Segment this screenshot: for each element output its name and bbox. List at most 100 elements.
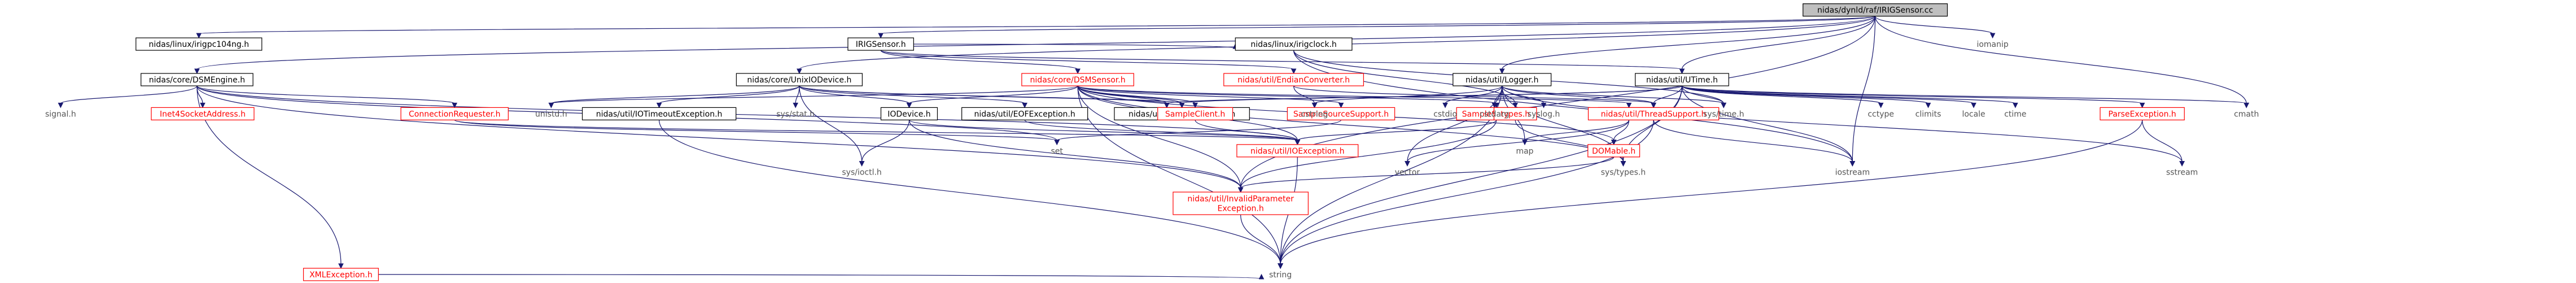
node-root[interactable]: nidas/dynld/raf/IRIGSensor.cc	[1803, 3, 1948, 17]
node-box-iotimeout	[581, 107, 737, 121]
edge-unixio-to-eofex	[799, 85, 1027, 108]
node-iodevice[interactable]: IODevice.h	[880, 107, 938, 121]
node-label-string: string	[1269, 271, 1292, 280]
edge-iodevice-to-ioexception	[908, 119, 1301, 145]
edge-samplesource-to-set	[1054, 119, 1342, 145]
node-label-dsmsensor: nidas/core/DSMSensor.h	[1030, 76, 1126, 85]
node-label-ioexception: nidas/util/IOException.h	[1250, 147, 1344, 156]
node-irigclock[interactable]: nidas/linux/irigclock.h	[1235, 37, 1353, 51]
node-typesh[interactable]: types.h	[1493, 107, 1537, 121]
node-utime[interactable]: nidas/util/UTime.h	[1634, 73, 1729, 86]
node-box-root	[1803, 3, 1948, 17]
node-domable[interactable]: DOMable.h	[1587, 144, 1641, 158]
node-sampleclient[interactable]: SampleClient.h	[1157, 107, 1234, 121]
node-label-cctype: cctype	[1868, 110, 1894, 119]
node-box-logger	[1453, 73, 1552, 86]
edge-utime-to-cctype	[1681, 85, 1884, 108]
edge-root-to-irigpc	[196, 16, 1876, 39]
node-vector: vector	[1395, 168, 1420, 177]
node-box-parseex	[2100, 107, 2185, 121]
node-label-iotimeout: nidas/util/IOTimeoutException.h	[596, 110, 723, 119]
node-box-eofex	[961, 107, 1088, 121]
node-label-samplesource: SampleSourceSupport.h	[1293, 110, 1389, 119]
edge-root-to-dsmengine	[194, 16, 1876, 75]
node-label-irigclock: nidas/linux/irigclock.h	[1250, 40, 1336, 49]
node-box-dsmengine	[141, 73, 253, 86]
node-box-irigclock	[1235, 37, 1353, 51]
edge-unixio-to-iotimeout	[656, 85, 800, 108]
node-syslog: syslog.h	[1528, 110, 1560, 119]
node-connreq[interactable]: ConnectionRequester.h	[400, 107, 509, 121]
node-label-climits: climits	[1915, 110, 1941, 119]
node-label-threadsupport: nidas/util/ThreadSupport.h	[1601, 110, 1707, 119]
edge-endian-to-threadsupport	[1293, 85, 1656, 108]
node-sysstat: sys/stat.h	[776, 110, 815, 119]
node-irigsensor[interactable]: IRIGSensor.h	[847, 37, 914, 51]
node-ctime: ctime	[2004, 110, 2026, 119]
edge-iodevice-to-sysioctl	[859, 120, 910, 167]
node-ioexception[interactable]: nidas/util/IOException.h	[1236, 144, 1359, 158]
node-cstdarg: cstdarg	[1480, 110, 1509, 119]
node-label-iomanip: iomanip	[1976, 40, 2008, 49]
edge-parseex-to-string	[1278, 120, 2143, 269]
node-label-irigpc: nidas/linux/irigpc104ng.h	[149, 40, 250, 49]
edge-utime-to-systime	[1681, 85, 1726, 108]
edge-dsmsensor-to-unistd	[548, 85, 1078, 108]
node-label-inet4: Inet4SocketAddress.h	[160, 110, 246, 119]
node-xmlex[interactable]: XMLException.h	[303, 268, 379, 281]
edge-utime-to-fcntl	[1164, 85, 1682, 108]
node-box-irigpc	[135, 37, 263, 51]
node-string: string	[1269, 271, 1292, 280]
node-label-unixio: nidas/core/UnixIODevice.h	[747, 76, 851, 85]
node-label-map: map	[1516, 147, 1533, 156]
node-label-signal: signal.h	[45, 110, 76, 119]
node-dsmengine[interactable]: nidas/core/DSMEngine.h	[141, 73, 253, 86]
node-inet4[interactable]: Inet4SocketAddress.h	[151, 107, 255, 121]
node-box-iodevice	[880, 107, 938, 121]
node-label-sampleclient: SampleClient.h	[1165, 110, 1225, 119]
node-unixio[interactable]: nidas/core/UnixIODevice.h	[736, 73, 863, 86]
node-label-cstdio: cstdio	[1433, 110, 1457, 119]
node-iotimeout[interactable]: nidas/util/IOTimeoutException.h	[581, 107, 737, 121]
node-iomanip: iomanip	[1976, 40, 2008, 49]
node-systime: sys/time.h	[1703, 110, 1744, 119]
node-label-ctime: ctime	[2004, 110, 2026, 119]
node-samplesource[interactable]: SampleSourceSupport.h	[1287, 107, 1396, 121]
edge-utime-to-cmath	[1681, 85, 2250, 108]
node-label-sstream: sstream	[2166, 168, 2198, 177]
node-climits: climits	[1915, 110, 1941, 119]
node-label-systypes: sys/types.h	[1601, 168, 1646, 177]
edge-irigsensor-to-endian	[880, 50, 1297, 75]
node-label-iostream: iostream	[1835, 168, 1870, 177]
node-box-ioexception	[1236, 144, 1359, 158]
node-map: map	[1516, 147, 1533, 156]
node-dsmsensor[interactable]: nidas/core/DSMSensor.h	[1021, 73, 1134, 86]
node-label-eofex: nidas/util/EOFException.h	[974, 110, 1075, 119]
edge-dsmsensor-to-sampletag	[1077, 85, 1632, 108]
edge-utime-to-iostream	[1681, 85, 1856, 167]
node-cstdio: cstdio	[1433, 110, 1457, 119]
edge-irigsensor-to-utime	[880, 50, 1685, 75]
node-iostream: iostream	[1835, 168, 1870, 177]
edge-utime-to-threadsupport	[1651, 85, 1682, 108]
node-irigpc[interactable]: nidas/linux/irigpc104ng.h	[135, 37, 263, 51]
node-box-dsmsensor	[1021, 73, 1134, 86]
node-endian[interactable]: nidas/util/EndianConverter.h	[1223, 73, 1364, 86]
node-cctype: cctype	[1868, 110, 1894, 119]
node-box-endian	[1223, 73, 1364, 86]
edge-unixio-to-sysioctl	[799, 85, 865, 167]
node-label-syslog: syslog.h	[1528, 110, 1560, 119]
node-eofex[interactable]: nidas/util/EOFException.h	[961, 107, 1088, 121]
node-systypes: sys/types.h	[1601, 168, 1646, 177]
edge-root-to-utime	[1679, 16, 1876, 75]
edge-invparam-to-string	[1240, 215, 1283, 269]
node-label-locale: locale	[1962, 110, 1985, 119]
node-logger[interactable]: nidas/util/Logger.h	[1453, 73, 1552, 86]
node-parseex[interactable]: ParseException.h	[2100, 107, 2185, 121]
node-label-parseex: ParseException.h	[2109, 110, 2176, 119]
edge-unixio-to-unistd	[548, 85, 800, 108]
node-signal: signal.h	[45, 110, 76, 119]
node-threadsupport[interactable]: nidas/util/ThreadSupport.h	[1587, 107, 1720, 121]
